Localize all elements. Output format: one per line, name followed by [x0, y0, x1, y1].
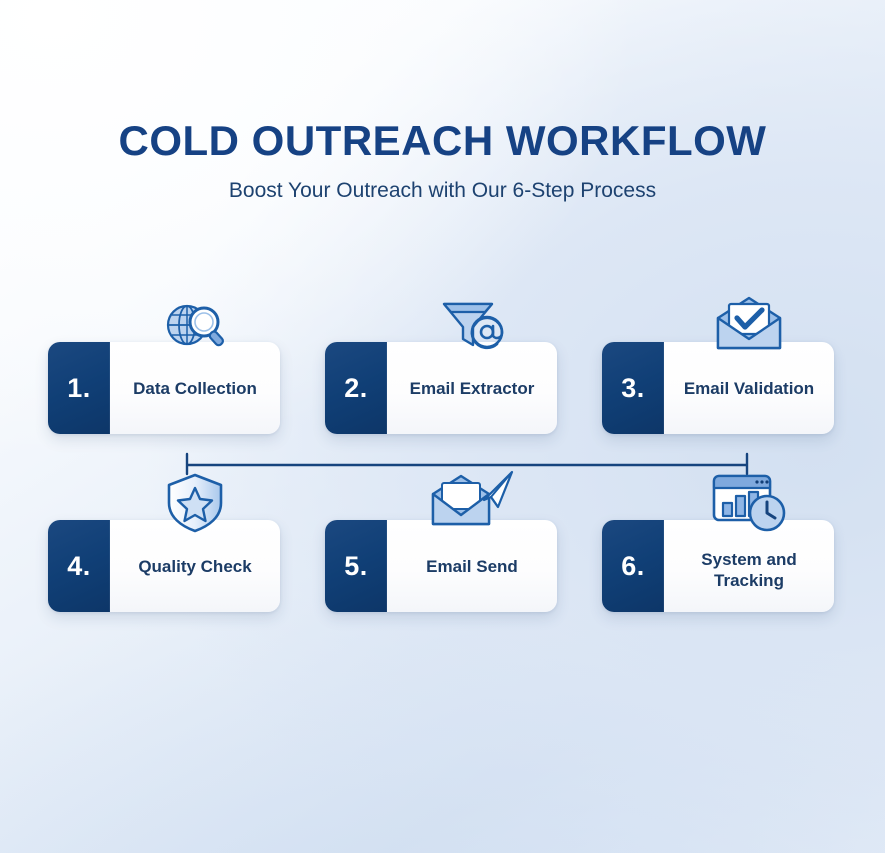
- step-number-block-4: 4.: [48, 520, 110, 612]
- step-number-5: 5.: [344, 550, 368, 581]
- page-title: COLD OUTREACH WORKFLOW: [118, 117, 767, 164]
- step-label-2: Email Extractor: [409, 378, 535, 398]
- step-label-5: Email Send: [426, 556, 518, 576]
- page-subtitle: Boost Your Outreach with Our 6-Step Proc…: [228, 179, 657, 202]
- step-label-1: Data Collection: [133, 378, 257, 398]
- step-card-5[interactable]: 5. Email Send: [325, 470, 557, 612]
- step-label-3: Email Validation: [683, 378, 815, 398]
- step-number-3: 3.: [621, 372, 645, 403]
- step-card-2[interactable]: 2. Email Extractor: [325, 302, 557, 434]
- workflow-row-bottom: 4. Quality Check: [48, 470, 838, 612]
- step-number-1: 1.: [67, 372, 91, 403]
- step-card-3[interactable]: 3. Email Validation: [602, 296, 834, 434]
- step-number-block-2: 2.: [325, 342, 387, 434]
- step-number-block-1: 1.: [48, 342, 110, 434]
- step-card-4[interactable]: 4. Quality Check: [48, 473, 280, 612]
- step-label-4: Quality Check: [138, 556, 252, 576]
- step-number-block-5: 5.: [325, 520, 387, 612]
- step-number-4: 4.: [67, 550, 91, 581]
- step-number-block-6: 6.: [602, 520, 664, 612]
- step-number-2: 2.: [344, 372, 368, 403]
- step-label-6: System and Tracking: [701, 550, 797, 590]
- row-bracket-connector: [185, 452, 749, 480]
- step-card-6[interactable]: 6. System and Tracking: [602, 474, 834, 612]
- step-number-block-3: 3.: [602, 342, 664, 434]
- step-card-1[interactable]: 1. Data Collection: [48, 304, 280, 434]
- header: COLD OUTREACH WORKFLOW Boost Your Outrea…: [0, 118, 885, 203]
- workflow-row-top: 1. Data Collection: [48, 296, 838, 434]
- step-number-6: 6.: [621, 550, 645, 581]
